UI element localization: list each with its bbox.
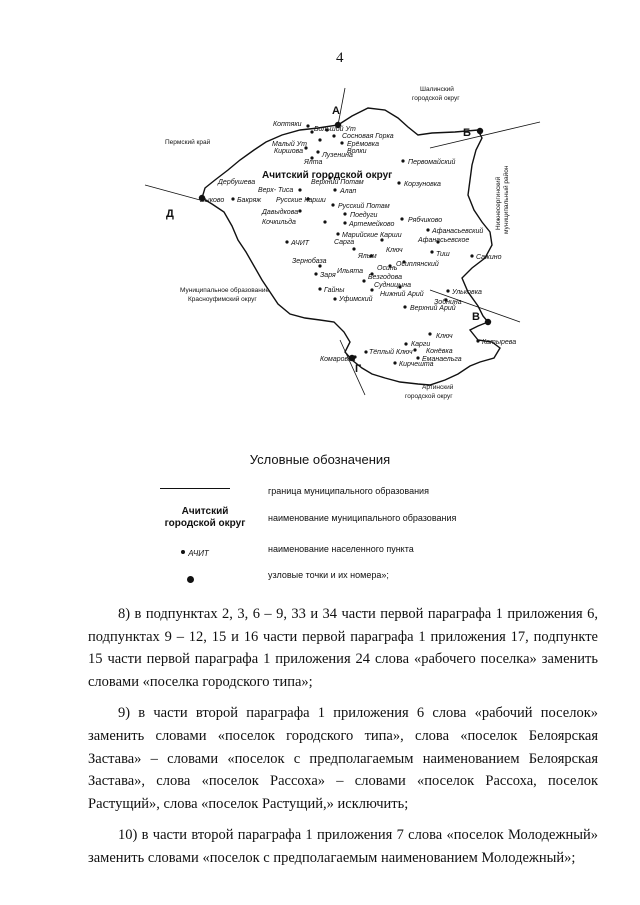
settlement-label: Заря <box>320 272 336 279</box>
map-svg <box>144 87 541 396</box>
settlement-label: Сосновая Горка <box>342 133 394 140</box>
settlement-label: Верх- Тиса <box>258 187 293 194</box>
settlement-label: Ульковка <box>451 289 482 296</box>
corner-label: Д <box>166 208 174 220</box>
legend-title: Условные обозначения <box>249 452 391 467</box>
settlement-label: Давыдкова <box>261 208 298 216</box>
page-number: 4 <box>336 50 344 66</box>
settlement-label: Первомайский <box>408 158 456 166</box>
settlement-label: Коптяки <box>273 121 302 128</box>
settlement-label: Алап <box>339 188 356 195</box>
district-name: Ачитский городской округ <box>262 170 392 181</box>
neighbor-label: муниципальный район <box>502 165 510 234</box>
settlement-label: Комаровка <box>320 356 355 363</box>
legend-district-sample: Ачитский городской округ <box>150 506 260 530</box>
neighbor-label: Артинский <box>422 383 454 391</box>
settlement-label: Верхний Потам <box>311 178 364 186</box>
settlement-label: Сажино <box>476 254 502 261</box>
corner-label: Б <box>463 127 471 139</box>
settlement-label: Малый Ут <box>272 140 307 148</box>
settlement-label: Ялым <box>357 253 377 260</box>
settlement-label: Тиш <box>436 251 450 258</box>
settlement-label: Осиплянский <box>396 260 439 268</box>
settlement-label: АЧИТ <box>290 240 310 247</box>
document-body: 8) в подпунктах 2, 3, 6 – 9, 33 и 34 час… <box>88 603 598 879</box>
settlement-label: Быково <box>200 197 224 204</box>
settlement-label: Тёплый Ключ <box>369 348 413 356</box>
neighbor-label: городской округ <box>405 392 453 400</box>
settlement-label: Безгодова <box>368 273 402 281</box>
settlement-label: Еманаельга <box>422 356 462 363</box>
node-point-icon <box>186 576 194 583</box>
district-boundary <box>201 107 501 386</box>
settlement-dots <box>231 124 480 365</box>
corner-label: В <box>472 311 480 323</box>
legend-district-line: Ачитский <box>181 506 229 517</box>
settlement-label: Судницына <box>374 281 411 289</box>
settlement-label: Поедуги <box>350 211 378 219</box>
settlement-label: Карги <box>411 341 430 348</box>
neighbor-label: Красноуфимский округ <box>188 295 257 303</box>
settlement-label: Русские Карши <box>276 197 326 204</box>
settlement-label: Сарга <box>334 239 354 246</box>
settlement-label: Осинь <box>377 265 398 272</box>
corner-label: Г <box>355 363 362 375</box>
settlement-label: Афанасьевское <box>417 237 469 244</box>
neighbor-label: Пермский край <box>165 138 211 146</box>
neighbor-label: Муниципальное образование <box>180 286 269 294</box>
external-lines <box>144 87 541 396</box>
legend-row-boundary: граница муниципального образования <box>0 486 640 518</box>
corner-label: А <box>332 105 340 117</box>
settlement-label: Верхний Арий <box>410 304 456 312</box>
settlement-label: Артемейково <box>348 220 394 228</box>
settlement-label: Корзуновка <box>404 181 441 188</box>
settlement-label: Кирчешта <box>399 361 434 368</box>
settlement-label: Русский Потам <box>338 202 390 210</box>
settlement-label: Марийские Карши <box>342 231 402 239</box>
legend-desc: узловые точки и их номера»; <box>268 570 389 580</box>
settlement-label: Ерёмовка <box>347 141 379 148</box>
legend-node-sample <box>180 570 200 588</box>
legend-settlement-name: АЧИТ <box>188 549 209 558</box>
legend-desc: граница муниципального образования <box>268 486 429 496</box>
settlement-label: Афанасьевский <box>431 227 483 235</box>
settlement-label: Волки <box>347 148 367 155</box>
neighbor-label: Шалинский <box>420 85 454 93</box>
legend-desc: наименование муниципального образования <box>268 513 457 523</box>
district-map: А Б В Г Д Ачитский городской округ Шалин… <box>0 0 640 420</box>
legend-district-line: городской округ <box>164 518 246 529</box>
settlement-label: Киршова <box>274 148 303 155</box>
paragraph: 8) в подпунктах 2, 3, 6 – 9, 33 и 34 час… <box>88 606 598 690</box>
settlement-label: Бакряж <box>237 197 262 204</box>
settlement-label: Ключ <box>436 333 453 340</box>
settlement-label: Уфимский <box>338 295 373 303</box>
settlement-dot-icon <box>181 549 186 554</box>
legend-boundary-line <box>160 488 230 489</box>
legend-settlement-sample: АЧИТ <box>150 543 240 561</box>
settlement-label: Ильята <box>337 268 363 275</box>
settlement-label: Катырева <box>482 339 516 346</box>
settlement-label: Дербушева <box>217 178 255 186</box>
legend-desc: наименование населенного пункта <box>268 544 414 554</box>
settlement-label: Ключ <box>386 247 403 254</box>
legend-row-district: Ачитский городской округ наименование му… <box>0 506 640 536</box>
paragraph: 10) в части второй параграфа 1 приложени… <box>88 827 598 866</box>
legend-row-settlement: АЧИТ наименование населенного пункта <box>0 543 640 573</box>
settlement-label: Зернобаза <box>292 257 327 265</box>
settlement-label: Конёвка <box>426 348 453 355</box>
settlement-label: Зобнина <box>434 298 462 306</box>
settlement-label: Нижний Арий <box>380 290 424 298</box>
settlement-label: Рябчиково <box>408 216 442 224</box>
neighbor-label: городской округ <box>412 94 460 102</box>
settlement-label: Ялта <box>303 159 322 166</box>
legend-row-node: узловые точки и их номера»; <box>0 570 640 600</box>
paragraph: 9) в части второй параграфа 1 приложения… <box>88 705 598 812</box>
settlement-label: Лузенина <box>321 152 353 159</box>
settlement-label: Большой Ут <box>314 125 356 133</box>
settlement-label: Гайны <box>324 286 345 294</box>
settlement-label: Кочкильда <box>262 218 296 226</box>
corner-nodes <box>198 121 492 362</box>
neighbor-label: Нижнесергинский <box>494 176 502 230</box>
map-labels: А Б В Г Д Ачитский городской округ Шалин… <box>165 85 516 400</box>
